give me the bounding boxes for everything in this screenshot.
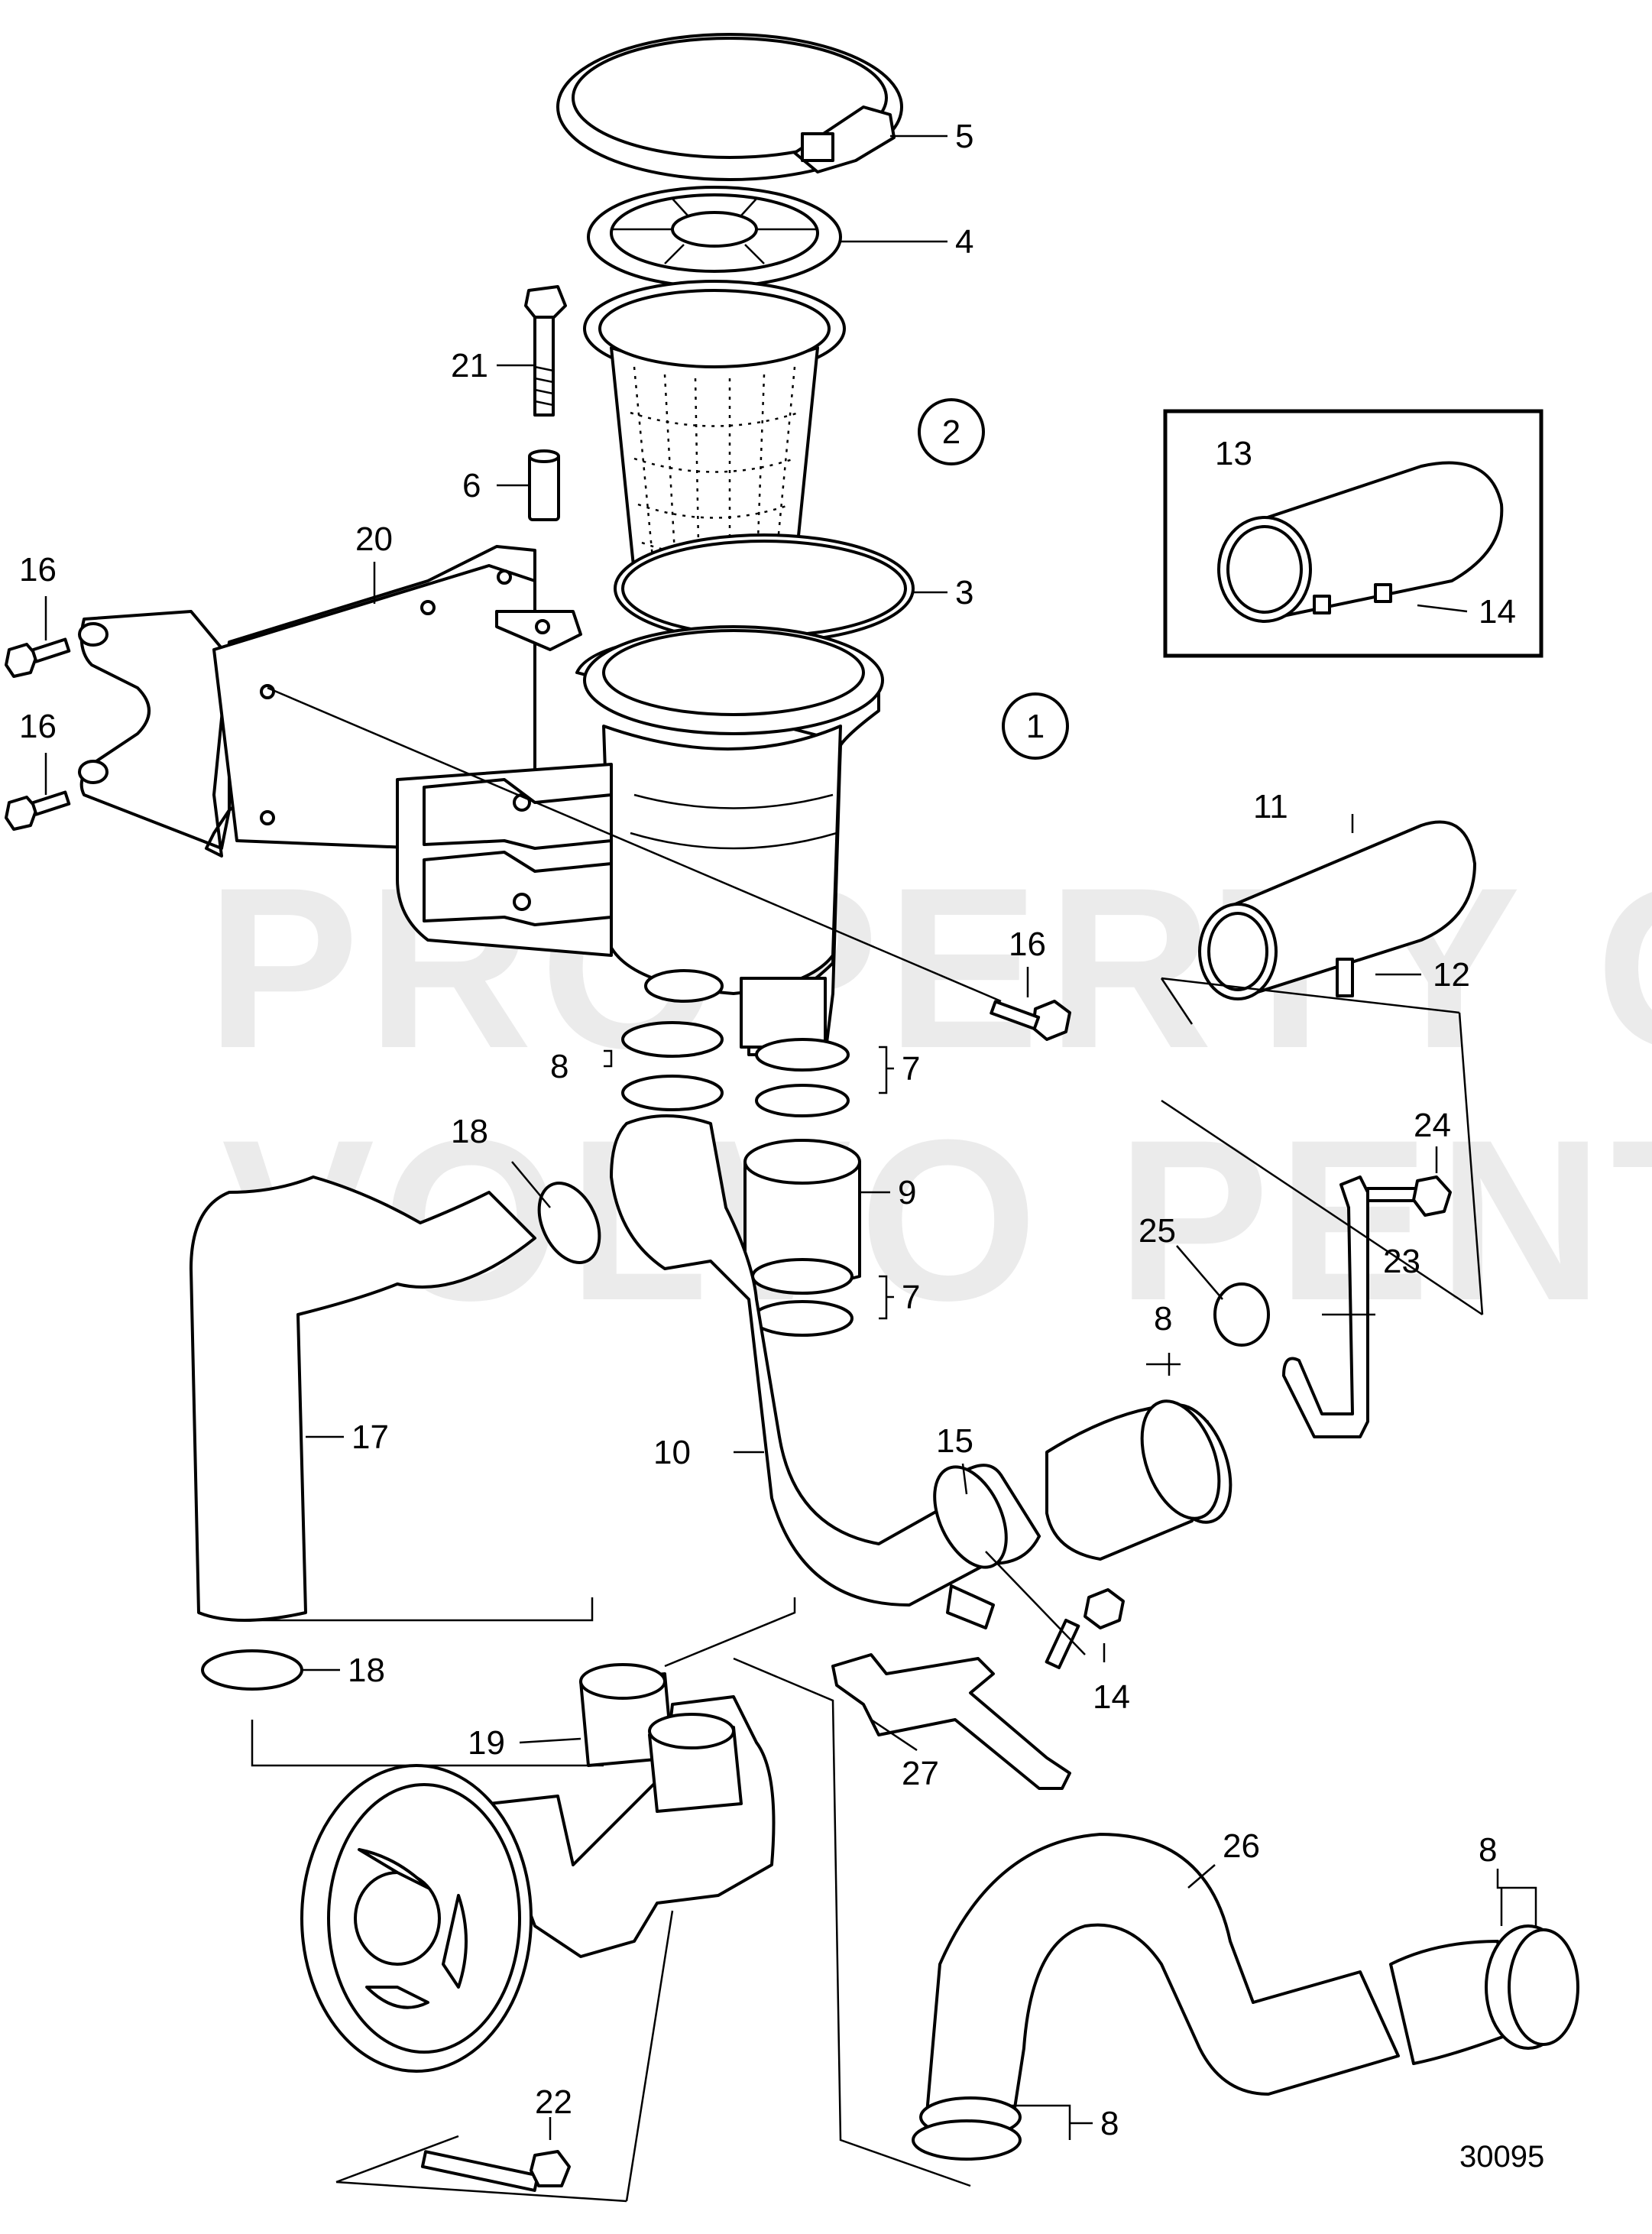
callout-2-text: 2	[942, 413, 960, 451]
label-18-b: 18	[348, 1652, 385, 1689]
part-labels: 5 4 3 21 6 20 16 16 16 11 12 13 14 8 7 9…	[19, 118, 1544, 2174]
clamp-8-bottom	[912, 2096, 1022, 2161]
bracket-tab	[946, 1584, 995, 1629]
label-16-b: 16	[19, 708, 57, 745]
label-9: 9	[898, 1174, 916, 1211]
label-15: 15	[936, 1422, 973, 1460]
pipe-11	[1198, 820, 1476, 1000]
callout-circle-2: 2	[918, 398, 985, 465]
label-13: 13	[1215, 435, 1252, 472]
hose-clamps-7-lower	[751, 1258, 854, 1337]
label-21: 21	[451, 347, 488, 384]
clamp-18-lower	[201, 1649, 303, 1691]
o-ring	[614, 533, 915, 644]
connector-clamp	[933, 1465, 1008, 1569]
hose-piece	[743, 1139, 861, 1286]
label-22: 22	[535, 2083, 572, 2121]
label-4: 4	[955, 223, 973, 261]
label-26: 26	[1223, 1827, 1260, 1865]
label-8-b: 8	[1154, 1300, 1172, 1337]
strainer-basket	[583, 280, 846, 590]
long-bolt	[524, 285, 567, 417]
bolt-upper-left	[5, 637, 71, 678]
hose-clamps-8-upper	[621, 1021, 724, 1111]
hose-clamps-7-upper	[755, 1038, 850, 1117]
label-14-b: 14	[1093, 1678, 1130, 1716]
label-8-a: 8	[550, 1048, 568, 1085]
label-24: 24	[1414, 1107, 1451, 1144]
support-bracket	[831, 1653, 1071, 1790]
callout-circle-1: 1	[1002, 692, 1069, 760]
bolt-24	[1366, 1175, 1452, 1217]
label-11: 11	[1253, 788, 1288, 825]
label-17: 17	[351, 1419, 389, 1456]
clamp-18-upper	[537, 1182, 601, 1264]
leader-lines	[44, 135, 1537, 2203]
water-pump	[300, 1663, 776, 2073]
label-27: 27	[902, 1755, 939, 1792]
filter-lid	[587, 186, 842, 288]
clamp-25	[1213, 1282, 1270, 1347]
label-19: 19	[468, 1724, 505, 1762]
clamp-8-right	[1485, 1924, 1579, 2050]
label-7-b: 7	[902, 1279, 920, 1316]
clamp-ring	[556, 33, 903, 181]
bolt-14-lower	[1045, 1588, 1125, 1669]
label-25: 25	[1139, 1212, 1176, 1250]
hose-26	[923, 1833, 1514, 2155]
label-20: 20	[355, 520, 393, 558]
label-18-a: 18	[451, 1113, 488, 1150]
label-10: 10	[653, 1434, 691, 1471]
label-16-a: 16	[19, 551, 57, 588]
label-7-a: 7	[902, 1050, 920, 1088]
drawing-number: 30095	[1459, 2140, 1544, 2174]
callout-1-text: 1	[1026, 708, 1045, 745]
bracket-23	[1282, 1175, 1369, 1438]
label-5: 5	[955, 118, 973, 155]
bolt-lower-left	[5, 790, 71, 831]
label-3: 3	[955, 574, 973, 611]
bolt-right	[990, 1000, 1071, 1041]
label-14-a: 14	[1479, 593, 1516, 631]
spacer-sleeve	[528, 449, 560, 521]
long-hose	[189, 1175, 536, 1622]
label-6: 6	[462, 467, 481, 504]
label-12: 12	[1433, 956, 1470, 994]
label-8-d: 8	[1100, 2105, 1119, 2142]
outlet-hose	[1045, 1399, 1233, 1561]
label-8-c: 8	[1479, 1831, 1497, 1869]
label-16-c: 16	[1009, 926, 1046, 963]
bolt-22	[420, 2150, 571, 2192]
label-23: 23	[1383, 1243, 1420, 1280]
inset-box	[1163, 409, 1543, 658]
